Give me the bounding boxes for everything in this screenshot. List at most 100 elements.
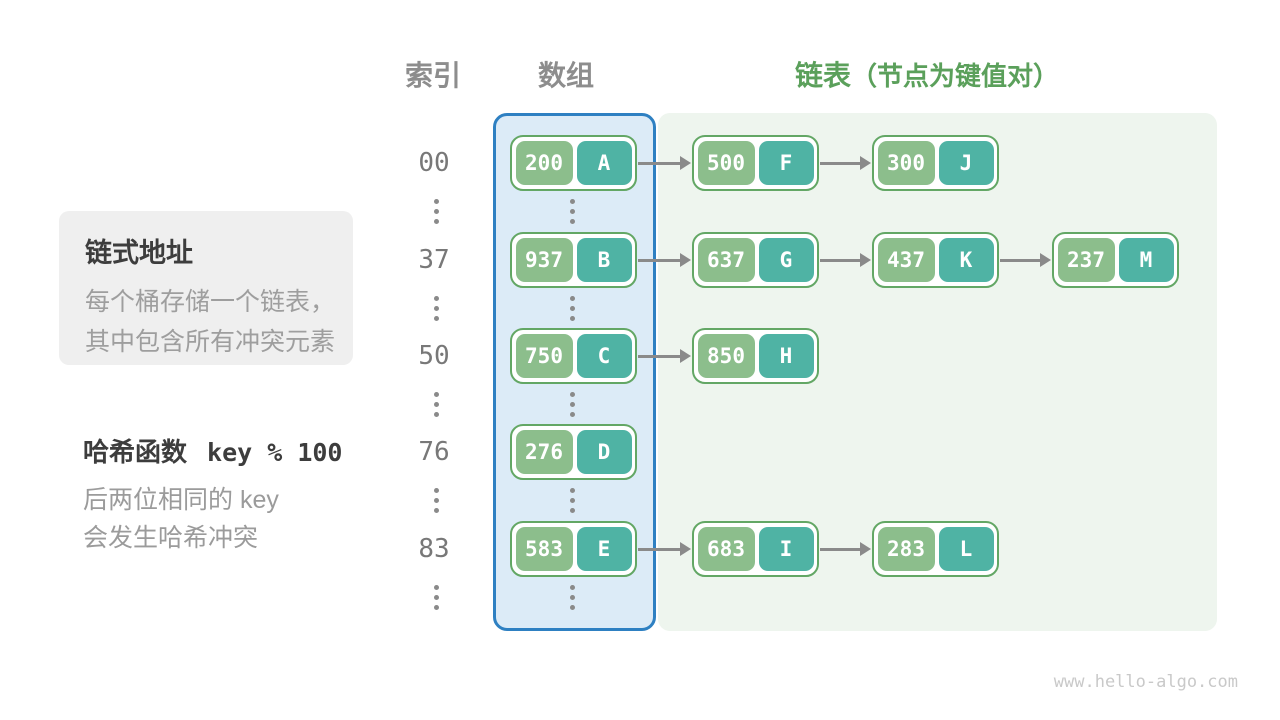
arrow-head [680,542,691,556]
index-label: 76 [418,437,450,467]
hash-function-label: 哈希函数 [83,437,188,467]
key-cell: 283 [877,527,935,571]
ellipsis-dot [434,498,439,503]
chaining-callout-box: 链式地址 每个桶存储一个链表， 其中包含所有冲突元素 [59,211,353,365]
header-linked-list-note: （节点为键值对） [851,61,1060,91]
value-cell: C [576,334,632,378]
key-cell: 850 [697,334,755,378]
ellipsis-dot [434,209,439,214]
value-cell: E [576,527,632,571]
value-cell: H [758,334,814,378]
ellipsis-dot [570,498,575,503]
arrow-head [1040,253,1051,267]
ellipsis-dots [434,392,439,417]
arrow-shaft [820,258,860,262]
ellipsis-dot [570,316,575,321]
ellipsis-dot [434,306,439,311]
key-cell: 237 [1057,238,1115,282]
index-label: 00 [418,148,450,178]
ellipsis-dot [570,595,575,600]
arrow-head [680,253,691,267]
callout-line: 其中包含所有冲突元素 [85,328,336,356]
value-cell: F [758,141,814,185]
ellipsis-dots [570,488,575,513]
arrow-icon [638,349,691,363]
value-cell: L [938,527,994,571]
index-label: 37 [418,245,450,275]
ellipsis-dot [570,392,575,397]
ellipsis-dot [434,595,439,600]
ellipsis-dot [434,296,439,301]
value-cell: I [758,527,814,571]
value-cell: J [938,141,994,185]
callout-line: 每个桶存储一个链表， [85,288,336,316]
key-cell: 276 [515,430,573,474]
key-cell: 637 [697,238,755,282]
ellipsis-dots [570,199,575,224]
ellipsis-dot [434,605,439,610]
ellipsis-dot [570,605,575,610]
key-cell: 200 [515,141,573,185]
arrow-icon [820,253,871,267]
watermark: www.hello-algo.com [1053,672,1238,692]
ellipsis-dot [434,402,439,407]
arrow-shaft [820,161,860,165]
ellipsis-dot [570,296,575,301]
header-array-label: 数组 [538,60,595,91]
ellipsis-dot [434,219,439,224]
arrow-shaft [638,354,680,358]
header-linked-list-title: 链表 [795,60,852,91]
ellipsis-dot [434,412,439,417]
arrow-head [860,156,871,170]
ellipsis-dots [570,392,575,417]
ellipsis-dot [570,219,575,224]
ellipsis-dot [434,585,439,590]
key-cell: 300 [877,141,935,185]
ellipsis-dot [434,199,439,204]
value-cell: M [1118,238,1174,282]
arrow-icon [820,156,871,170]
ellipsis-dots [434,585,439,610]
ellipsis-dot [570,402,575,407]
value-cell: G [758,238,814,282]
ellipsis-dot [570,199,575,204]
key-cell: 437 [877,238,935,282]
hash-note-line: 会发生哈希冲突 [83,524,259,552]
index-label: 83 [418,534,450,564]
arrow-icon [638,253,691,267]
ellipsis-dot [434,392,439,397]
header-index-label: 索引 [405,60,462,91]
ellipsis-dots [434,296,439,321]
key-cell: 937 [515,238,573,282]
arrow-shaft [638,161,680,165]
value-cell: A [576,141,632,185]
hash-function-code: key % 100 [207,438,343,467]
ellipsis-dot [570,412,575,417]
arrow-shaft [820,547,860,551]
ellipsis-dot [434,316,439,321]
ellipsis-dot [570,306,575,311]
arrow-head [860,542,871,556]
key-cell: 583 [515,527,573,571]
hash-function-title: 哈希函数 key % 100 [83,432,342,469]
ellipsis-dot [434,508,439,513]
arrow-shaft [638,547,680,551]
ellipsis-dot [570,488,575,493]
index-label: 50 [418,341,450,371]
value-cell: K [938,238,994,282]
value-cell: D [576,430,632,474]
ellipsis-dots [570,585,575,610]
